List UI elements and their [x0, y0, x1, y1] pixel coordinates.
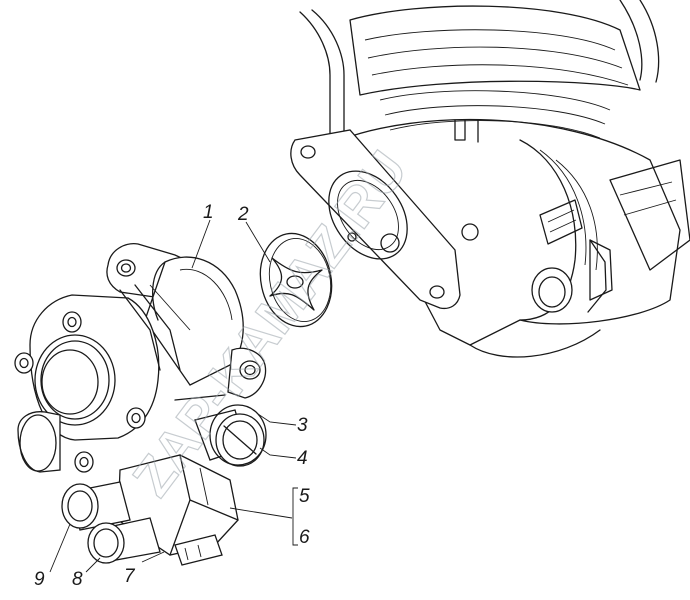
engine-housing	[290, 0, 690, 358]
leader-lines	[49, 219, 298, 573]
callout-labels: 1 2 3 4 5 6 7 8 9	[34, 202, 310, 590]
cover-bolts	[14, 311, 146, 473]
callout-6: 6	[299, 527, 310, 548]
callout-1: 1	[203, 202, 214, 223]
callout-5: 5	[299, 486, 310, 507]
callout-3: 3	[297, 415, 308, 436]
pump-assembly	[14, 243, 267, 566]
callout-4: 4	[297, 448, 308, 469]
callout-2: 2	[237, 204, 249, 225]
callout-8: 8	[72, 569, 83, 590]
callout-7: 7	[124, 566, 136, 587]
coupling-disc	[259, 232, 333, 328]
tube-fittings	[61, 481, 161, 564]
callout-9: 9	[34, 569, 45, 590]
